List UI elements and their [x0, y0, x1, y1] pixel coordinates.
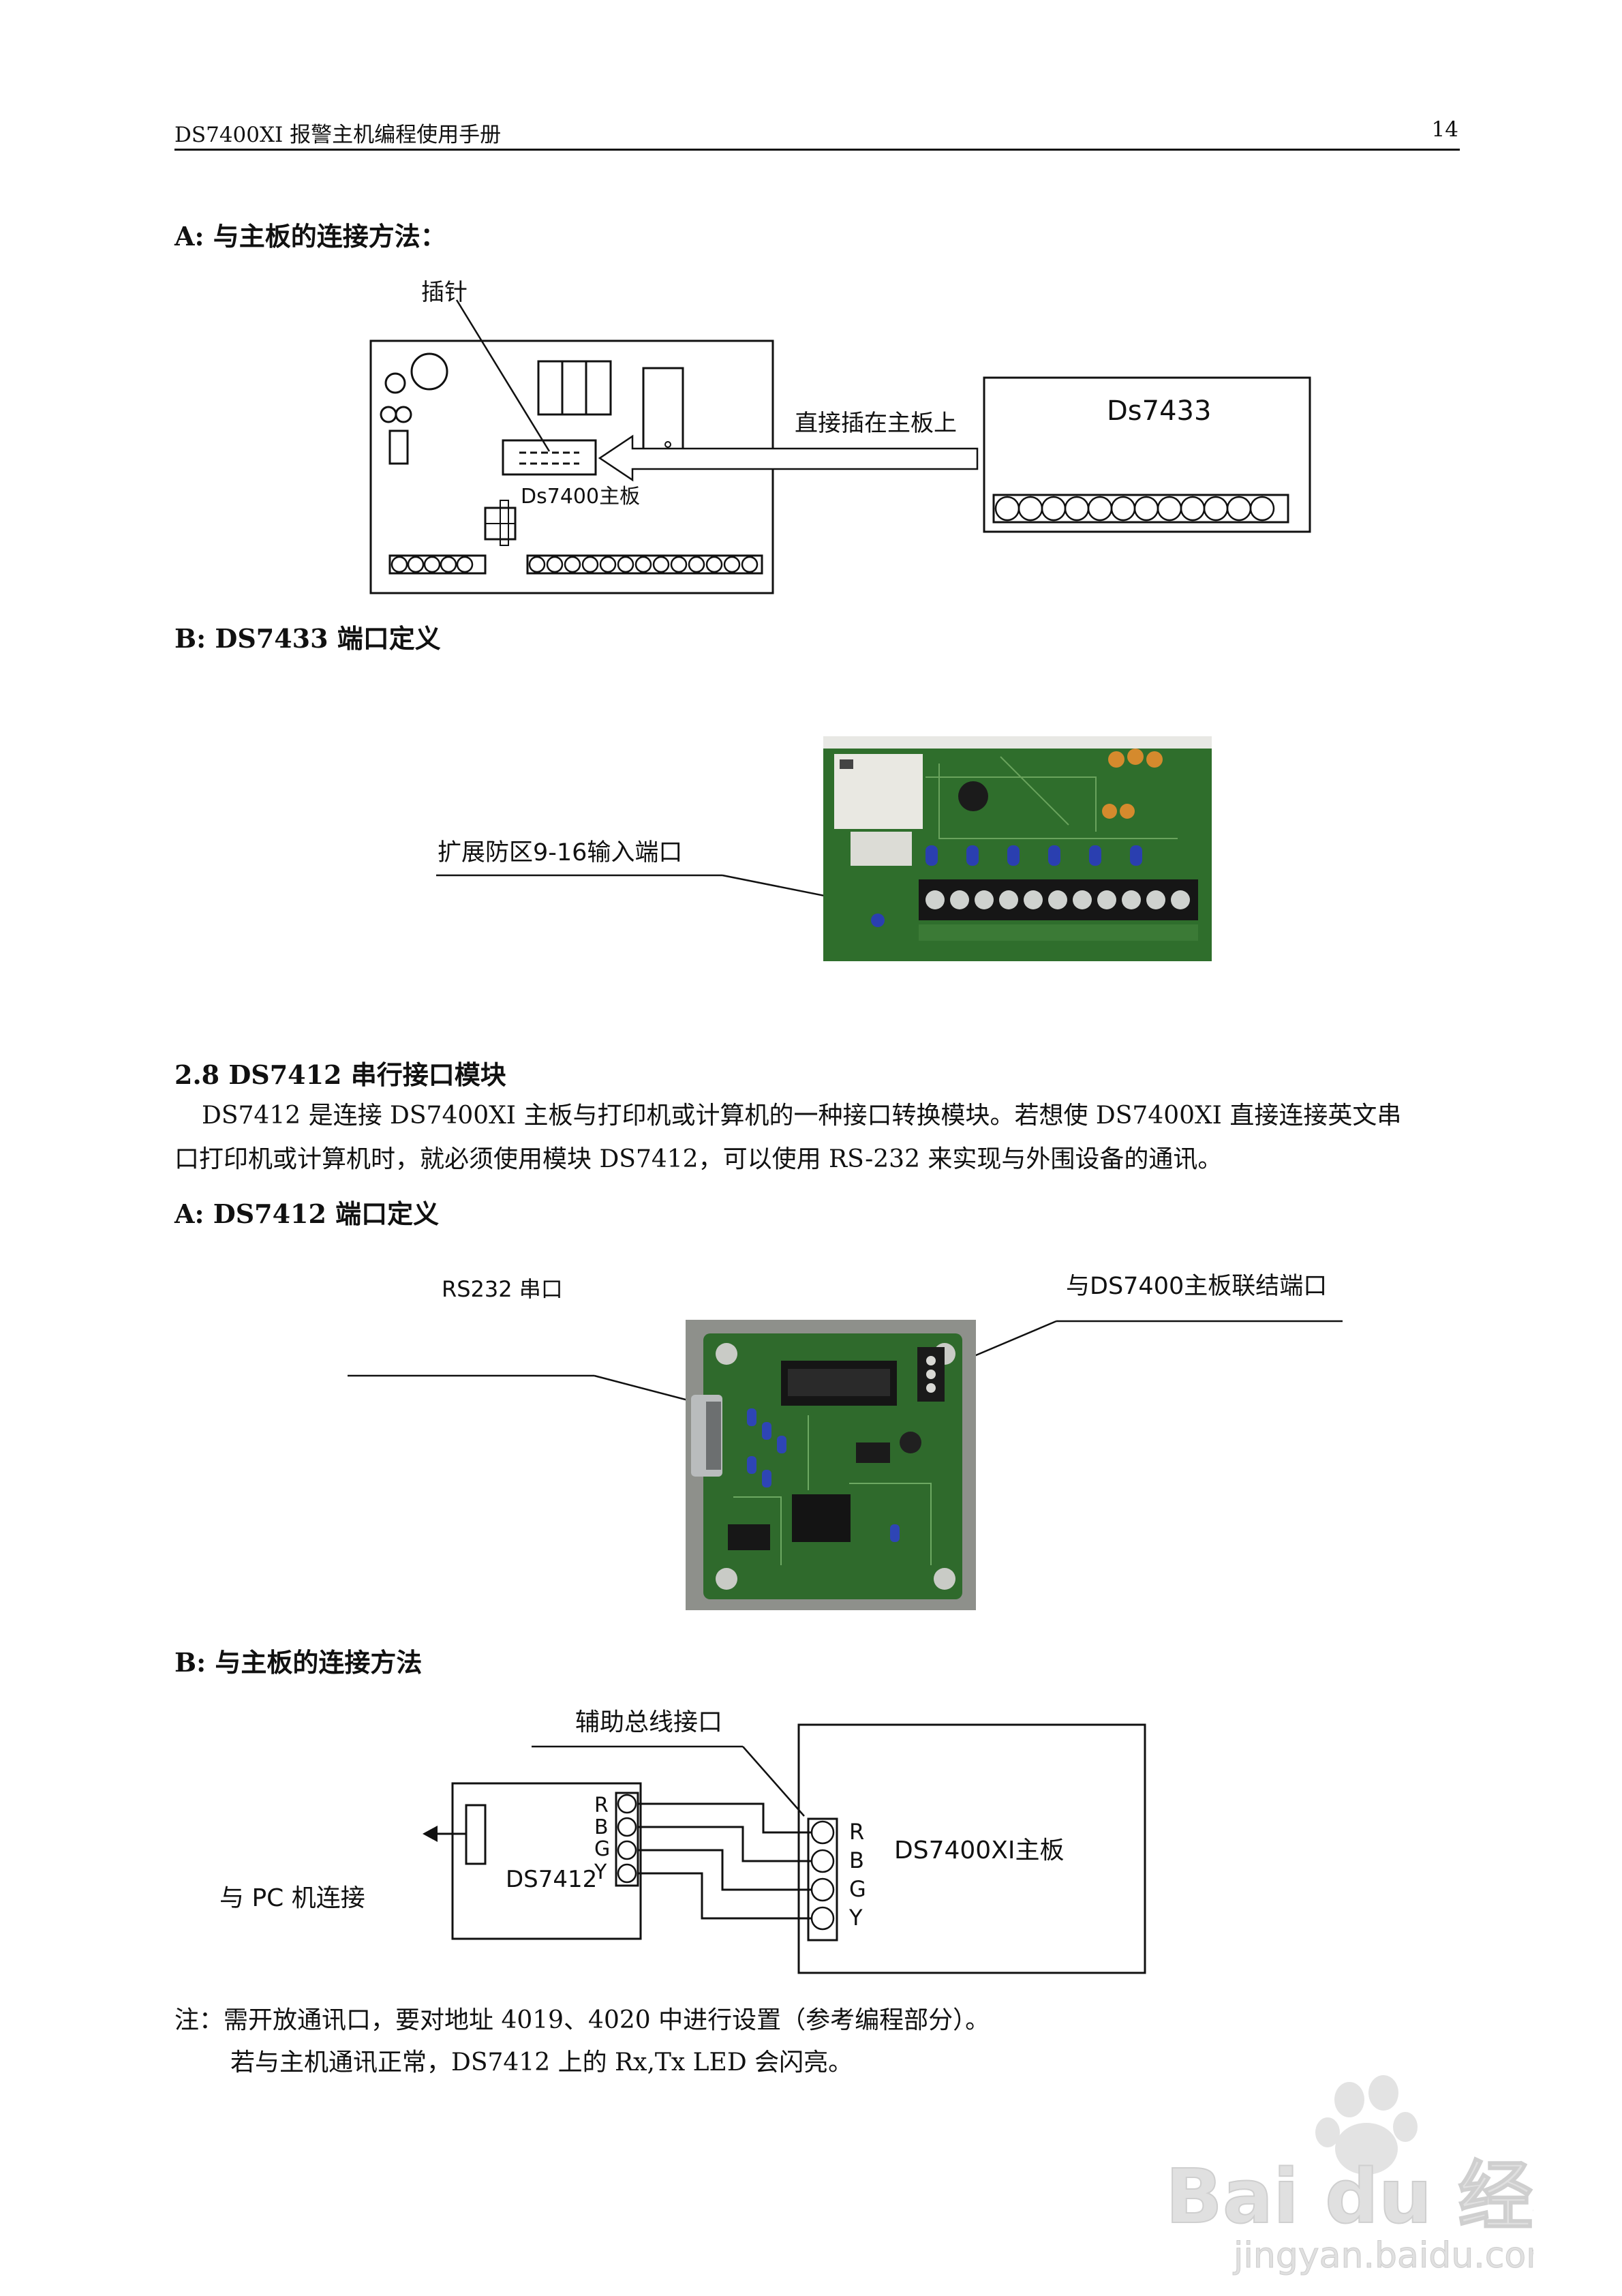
- main-pin-y: Y: [848, 1905, 863, 1931]
- section-a2-heading: A: DS7412 端口定义: [174, 1198, 440, 1229]
- header-rule: [174, 149, 1460, 151]
- ds7412-connection-diagram: R B G Y R B G Y DS7412 DS7400XI主板 辅助总线接口…: [204, 1691, 1172, 1991]
- ds7412-callouts: RS232 串口 与DS7400主板联结端口: [341, 1254, 1363, 1432]
- bus-label: 辅助总线接口: [575, 1708, 722, 1736]
- arrow-label: 直接插在主板上: [795, 410, 957, 437]
- section-28-para-line1: DS7412 是连接 DS7400XI 主板与打印机或计算机的一种接口转换模块。…: [202, 1102, 1402, 1130]
- section-28-para-line2: 口打印机或计算机时，就必须使用模块 DS7412，可以使用 RS-232 来实现…: [174, 1145, 1223, 1173]
- main-pin-r: R: [849, 1819, 864, 1845]
- section-a1-heading: A: 与主板的连接方法：: [174, 221, 446, 252]
- module-pin-b: B: [594, 1815, 609, 1839]
- module-label: Ds7433: [1107, 395, 1211, 427]
- main-pin-b: B: [849, 1847, 864, 1873]
- ds7433-connection-diagram: 插针 Ds7400主板 直接插在主板上 Ds7433: [361, 273, 1329, 600]
- section-b1-heading: B: DS7433 端口定义: [174, 623, 441, 654]
- ds7433-board-photo: [823, 736, 1212, 961]
- page-number: 14: [1431, 117, 1458, 142]
- pc-label: 与 PC 机连接: [219, 1884, 365, 1912]
- module-pin-r: R: [594, 1794, 609, 1817]
- ds7433-callout: 扩展防区9-16输入端口: [423, 811, 846, 901]
- note-line1: 注：需开放通讯口，要对地址 4019、4020 中进行设置（参考编程部分）。: [174, 2006, 990, 2034]
- pin-label: 插针: [421, 279, 468, 306]
- section-28-heading: 2.8 DS7412 串行接口模块: [174, 1059, 506, 1090]
- baidu-watermark: Bai du 经验 jingyan.baidu.com: [1152, 2072, 1608, 2277]
- watermark-brand: Bai du 经验: [1165, 2153, 1533, 2240]
- header-title: DS7400XI 报警主机编程使用手册: [174, 123, 502, 147]
- watermark-url: jingyan.baidu.com: [1233, 2235, 1533, 2276]
- rs232-label: RS232 串口: [442, 1276, 563, 1302]
- main-board-label: DS7400XI主板: [894, 1837, 1064, 1864]
- module-pin-g: G: [594, 1837, 610, 1861]
- module-label: DS7412: [506, 1866, 597, 1893]
- module-pin-y: Y: [594, 1860, 607, 1884]
- board-label: Ds7400主板: [521, 485, 640, 509]
- main-pin-g: G: [849, 1876, 866, 1902]
- link-port-label: 与DS7400主板联结端口: [1066, 1273, 1327, 1300]
- section-b2-heading: B: 与主板的连接方法: [174, 1647, 423, 1678]
- note-line2: 若与主机通讯正常，DS7412 上的 Rx,Tx LED 会闪亮。: [230, 2049, 853, 2076]
- ds7412-board-photo: [686, 1320, 976, 1610]
- callout-ds7433: 扩展防区9-16输入端口: [438, 839, 682, 866]
